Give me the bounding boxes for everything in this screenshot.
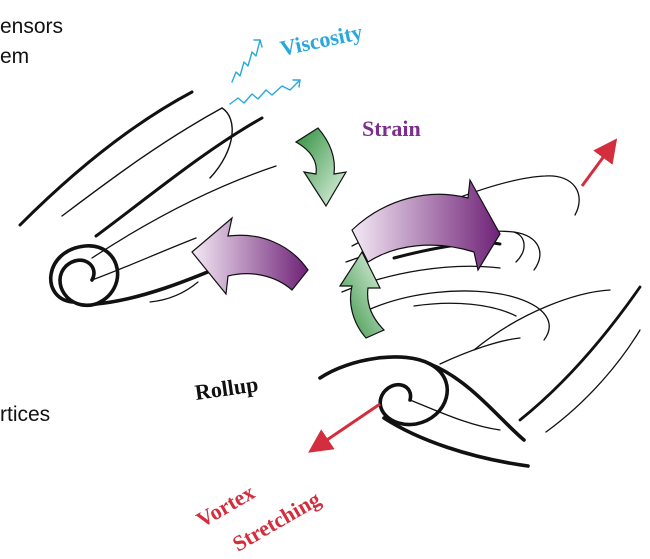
purple-arrow-left [192,218,308,294]
viscosity-label: Viscosity [278,19,365,61]
rollup-label: Rollup [193,371,259,405]
stretch-arrow-down [318,404,380,446]
stretch-arrow-up [582,148,610,186]
green-arrow-top [296,128,346,206]
purple-arrow-right [352,180,500,270]
green-arrow-bottom [340,252,384,338]
strain-label: Strain [362,116,421,141]
